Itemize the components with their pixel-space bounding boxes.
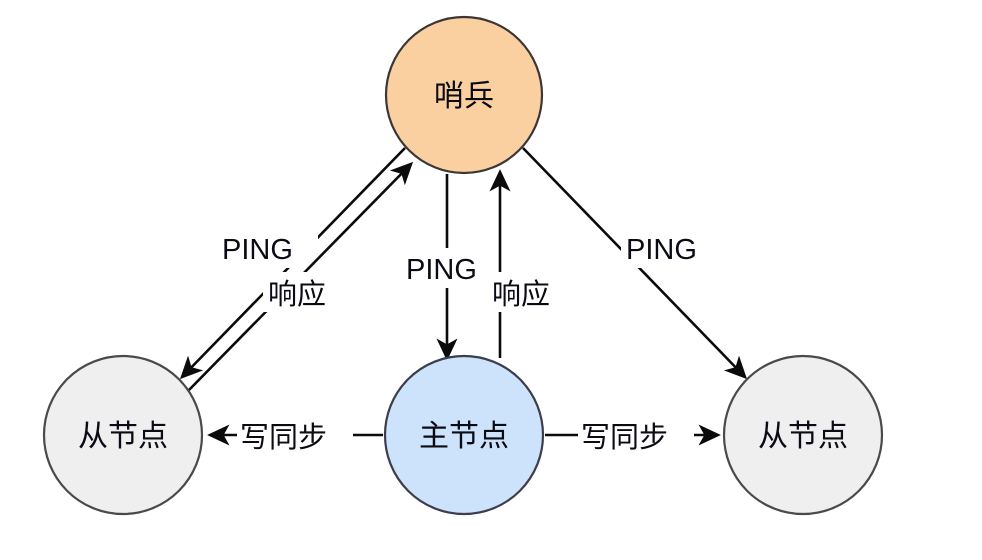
edge-ping-left-label: PING — [222, 234, 293, 266]
edge-ping-right-label-bg — [621, 228, 725, 268]
node-slave-left-label: 从节点 — [78, 420, 168, 453]
edge-write-sync-right-label-bg — [578, 415, 694, 455]
node-master-label: 主节点 — [419, 420, 509, 453]
edge-reply-left-label: 响应 — [268, 277, 326, 311]
edge-ping-right: PING — [522, 147, 748, 380]
edge-reply-left: 响应 — [186, 161, 414, 393]
node-slave-right-circle[interactable] — [722, 354, 884, 516]
edge-write-sync-right: 写同步 — [545, 415, 721, 455]
edge-ping-left-label-bg — [214, 228, 318, 268]
node-sentinel-circle[interactable] — [384, 15, 544, 175]
edge-write-sync-right-label: 写同步 — [581, 420, 668, 454]
node-slave-right-label: 从节点 — [758, 420, 848, 453]
edge-write-sync-left-label: 写同步 — [240, 420, 327, 454]
node-slave-left[interactable]: 从节点 — [42, 354, 204, 516]
node-sentinel-label: 哨兵 — [434, 80, 494, 113]
edge-reply-left-label-bg — [263, 272, 341, 312]
node-slave-right[interactable]: 从节点 — [722, 354, 884, 516]
edge-ping-master-label: PING — [406, 254, 477, 286]
edge-ping-master: PING — [403, 174, 503, 361]
edge-reply-master-label: 响应 — [492, 277, 550, 311]
edge-ping-right-label: PING — [626, 234, 697, 266]
edge-ping-master-label-bg — [403, 248, 503, 288]
node-master[interactable]: 主节点 — [383, 354, 545, 516]
edge-write-sync-left: 写同步 — [207, 415, 383, 455]
edge-write-sync-left-label-bg — [237, 415, 353, 455]
edge-ping-left: PING — [179, 147, 406, 380]
node-sentinel[interactable]: 哨兵 — [384, 15, 544, 175]
node-master-circle[interactable] — [383, 354, 545, 516]
edge-reply-master: 响应 — [489, 169, 567, 358]
node-slave-left-circle[interactable] — [42, 354, 204, 516]
edge-reply-master-label-bg — [489, 272, 567, 312]
